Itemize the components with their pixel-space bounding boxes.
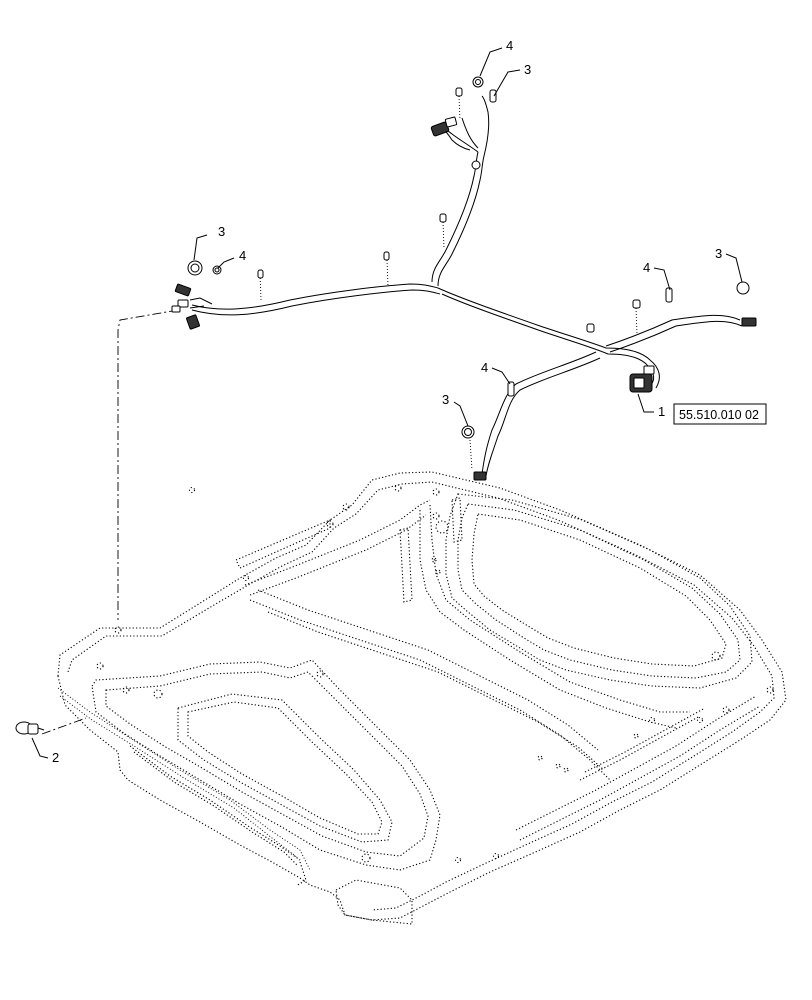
callout-4-right: 4: [643, 260, 650, 275]
floor-pan-front-lip: [57, 687, 311, 871]
callout-labels: 4 3 3 4 4 3 4 3 1 2: [52, 38, 722, 765]
callout-1: 1: [658, 404, 665, 419]
routing-centerline: [117, 309, 179, 620]
floor-pan-inner-rim: [67, 481, 775, 911]
connector-far-right: [741, 317, 757, 327]
clip-far-right: [665, 287, 673, 303]
grommet-item2: [15, 721, 45, 735]
floor-pan-outline: [57, 471, 787, 921]
clip-mid-1: [383, 251, 390, 261]
callout-3-right: 3: [715, 246, 722, 261]
callout-2: 2: [52, 750, 59, 765]
callout-4-lower: 4: [481, 360, 488, 375]
floor-pan-bottom-box: [335, 879, 413, 925]
connector-top: [430, 76, 497, 170]
reference-code[interactable]: 55.510.010 02: [679, 408, 759, 422]
left-panel: [91, 659, 441, 871]
connector-lower: [473, 471, 487, 481]
harness-connectors: [15, 76, 757, 735]
grommet-centerline: [41, 717, 87, 735]
clip-right-1: [586, 323, 595, 333]
callout-3-left: 3: [218, 224, 225, 239]
connector-main-item1: [629, 365, 655, 393]
connector-upper-left: [171, 260, 264, 330]
callout-3-lower: 3: [442, 392, 449, 407]
floor-pan: [57, 471, 787, 925]
floor-pan-holes: [96, 484, 774, 864]
wire-harness: [191, 95, 743, 477]
reference-box[interactable]: 55.510.010 02: [673, 403, 767, 425]
right-panel: [445, 493, 753, 689]
clip-lower: [507, 381, 515, 397]
callout-4-left: 4: [239, 248, 246, 263]
clip-mid-2: [439, 213, 447, 223]
ring-far-right: [736, 281, 750, 295]
callout-3-top: 3: [524, 62, 531, 77]
center-ridge: [244, 499, 431, 586]
callout-leaders: [31, 47, 743, 759]
clip-right-2: [632, 299, 641, 309]
callout-4-top: 4: [506, 38, 513, 53]
